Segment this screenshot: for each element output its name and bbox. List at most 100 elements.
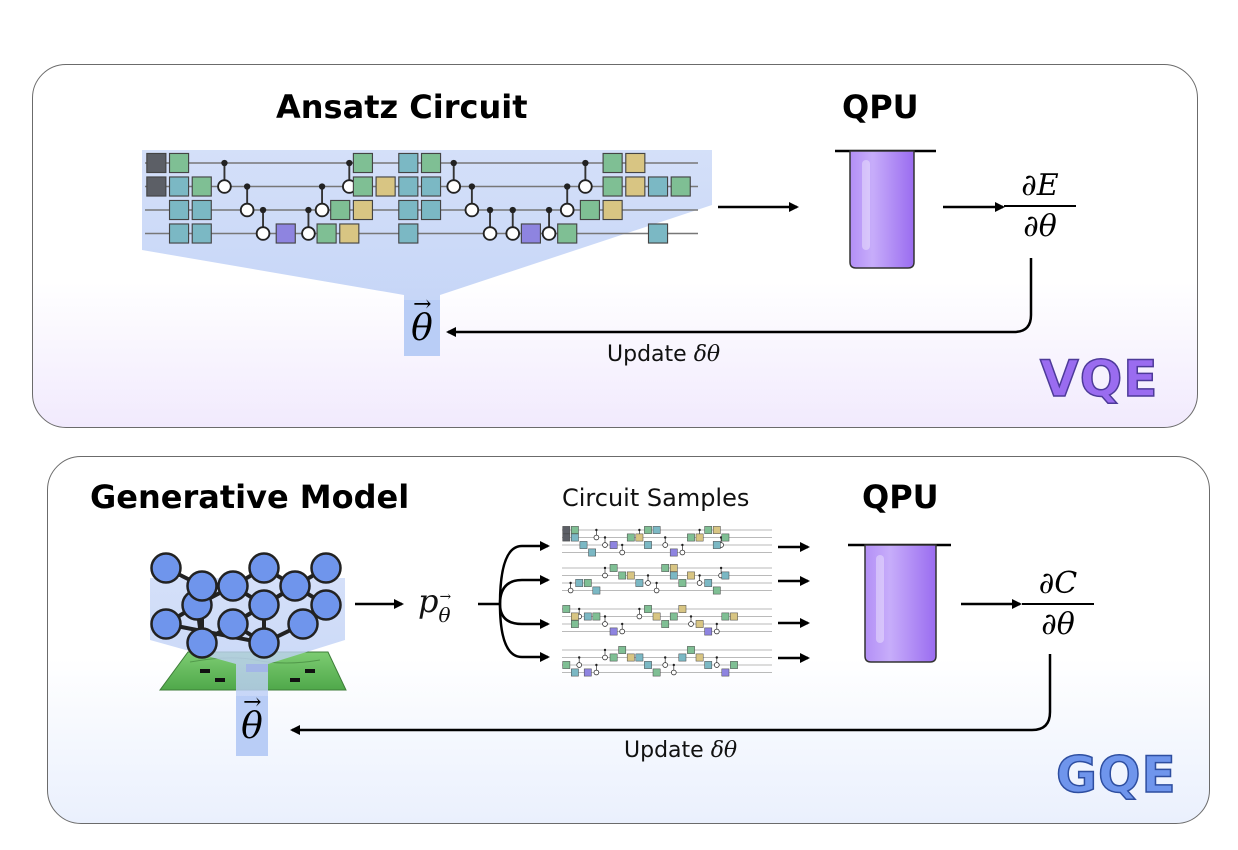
target-xor (636, 613, 643, 620)
target-xor (662, 542, 668, 548)
gate-box (695, 533, 704, 542)
gate-box (669, 571, 678, 580)
gate-box (571, 533, 579, 542)
gate-box (721, 612, 730, 621)
nn-node (310, 552, 342, 584)
target-xor (671, 669, 677, 676)
gate-box (330, 199, 351, 221)
gate-box (721, 571, 730, 580)
target-xor (559, 202, 575, 218)
control-dot (486, 206, 494, 214)
gate-box (168, 223, 190, 244)
gate-box (191, 223, 212, 244)
gate-box (575, 579, 584, 587)
target-xor (602, 572, 608, 579)
gate-box (626, 571, 635, 580)
gate-box (652, 526, 661, 534)
gate-box (687, 533, 695, 542)
control-dot (689, 615, 693, 618)
gqe-qpu-beaker (848, 543, 951, 663)
gate-box (602, 152, 623, 174)
gate-box (398, 223, 419, 244)
gate-box (704, 579, 713, 587)
nn-node (248, 627, 280, 659)
control-dot (564, 183, 571, 190)
gate-box (678, 579, 687, 587)
gate-box (562, 661, 571, 669)
gqe-branch-arrows (478, 541, 550, 662)
gate-box (571, 526, 579, 534)
gate-box (609, 653, 618, 662)
gate-box (602, 199, 623, 221)
control-dot (663, 656, 667, 659)
p-symbol: p (418, 582, 439, 620)
gate-box (398, 176, 419, 197)
target-xor (662, 662, 668, 668)
target-xor (576, 662, 582, 668)
control-dot (603, 566, 607, 570)
gate-box (670, 176, 691, 197)
target-xor (239, 202, 255, 218)
gate-box (721, 533, 730, 542)
gate-box (625, 176, 646, 197)
gqe-gradient-numerator: ∂C (1038, 566, 1078, 601)
gate-box (730, 612, 738, 621)
vqe-brand-label: VQE (1039, 349, 1159, 409)
vqe-ansatz-circuit (145, 152, 698, 244)
gate-box (571, 668, 579, 677)
gate-box (618, 571, 627, 580)
gqe-theta-parameters: θ → (236, 690, 268, 756)
gqe-qpu-title: QPU (862, 478, 939, 516)
target-xor (541, 226, 557, 241)
gate-box (557, 223, 578, 244)
gate-box (352, 199, 374, 221)
nn-node (217, 570, 249, 602)
gate-box (687, 646, 695, 654)
gate-box (704, 526, 713, 534)
control-dot (221, 159, 228, 167)
control-dot (595, 663, 598, 667)
gate-box (275, 223, 296, 244)
gqe-update-text: Update (624, 738, 704, 763)
control-dot (715, 622, 719, 626)
control-dot (620, 622, 624, 626)
gqe-brand-label: GQE (1055, 745, 1177, 805)
gate-box (583, 612, 592, 621)
gate-box (626, 653, 635, 662)
gate-box (592, 586, 601, 595)
gate-box (635, 533, 644, 542)
nn-node (279, 570, 311, 602)
vqe-gradient-numerator: ∂E (1021, 168, 1059, 203)
target-xor (619, 549, 625, 556)
control-dot (468, 183, 476, 190)
gate-box (721, 668, 730, 677)
gate-box (562, 533, 571, 542)
gate-box (647, 176, 669, 197)
control-dot (318, 183, 326, 190)
gate-box (669, 548, 678, 557)
gate-box (652, 612, 661, 621)
target-xor (505, 226, 521, 241)
control-dot (620, 543, 624, 547)
vqe-qpu-beaker (835, 149, 936, 269)
vqe-update-arrow (446, 258, 1033, 337)
control-dot (655, 581, 658, 585)
gate-box (695, 653, 704, 662)
control-dot (672, 663, 676, 667)
target-xor (602, 542, 608, 548)
gqe-update-arrow (290, 654, 1052, 735)
target-xor (645, 580, 651, 586)
gate-box (420, 176, 442, 197)
gate-box (678, 653, 687, 662)
target-xor (578, 179, 593, 194)
control-dot (719, 566, 723, 570)
gate-box (609, 627, 618, 636)
control-dot (509, 206, 516, 214)
target-xor (314, 202, 330, 218)
gqe-update-delta: δθ (710, 738, 738, 763)
gqe-update-label: Update δθ (624, 738, 737, 763)
gate-box (592, 612, 601, 621)
nn-node (186, 570, 218, 602)
gate-box (644, 526, 652, 534)
vqe-theta-symbol: θ (411, 307, 433, 349)
